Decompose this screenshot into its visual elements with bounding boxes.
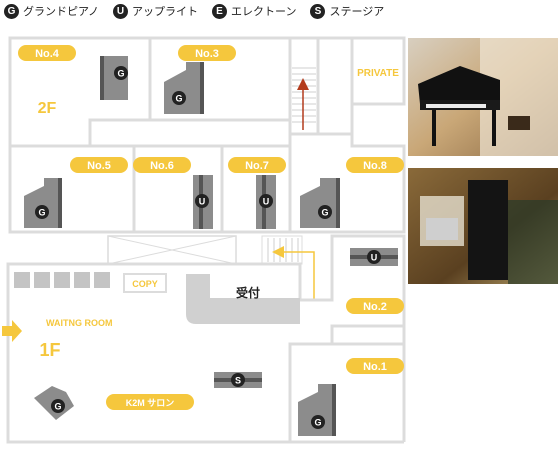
svg-text:G: G bbox=[38, 208, 45, 218]
floor-label-1f: 1F bbox=[39, 340, 60, 360]
svg-text:S: S bbox=[235, 376, 241, 386]
room-label-no4: No.4 bbox=[18, 45, 76, 61]
waiting-room-label: WAITNG ROOM bbox=[46, 318, 113, 328]
room-no7-text: No.7 bbox=[245, 160, 269, 172]
photo-grand-piano-room bbox=[408, 38, 558, 156]
room-no1-text: No.1 bbox=[363, 361, 387, 373]
legend-item-electone: E エレクトーン bbox=[212, 3, 296, 19]
grand-piano-no1: G bbox=[298, 384, 336, 436]
practice-room-row: No.5 No.6 No.7 No.8 G U bbox=[8, 132, 406, 234]
stagea-salon: S bbox=[214, 372, 262, 388]
stagea-icon: S bbox=[310, 3, 326, 19]
stair-up-arrow-1f bbox=[272, 246, 315, 300]
upright-piano-no2: U bbox=[350, 248, 398, 266]
room-private-label: PRIVATE bbox=[357, 68, 399, 79]
room-label-no6: No.6 bbox=[133, 157, 191, 173]
room-label-no5: No.5 bbox=[70, 157, 128, 173]
svg-text:G: G bbox=[117, 69, 124, 79]
svg-text:U: U bbox=[371, 253, 378, 263]
room-label-no3: No.3 bbox=[178, 45, 236, 61]
reception-label: 受付 bbox=[236, 285, 260, 300]
grand-piano-salon: G bbox=[34, 386, 74, 420]
svg-text:U: U bbox=[263, 197, 270, 207]
grand-piano-no4: G bbox=[100, 56, 128, 100]
legend-item-grand: G グランドピアノ bbox=[4, 3, 99, 19]
upright-piano-no7: U bbox=[256, 175, 276, 229]
first-floor: COPY 受付 WAITNG ROOM 1F G K2M サロン S bbox=[2, 234, 406, 444]
room-no4-text: No.4 bbox=[35, 48, 60, 60]
room-label-no1: No.1 bbox=[346, 358, 404, 374]
svg-text:G: G bbox=[54, 402, 61, 412]
copy-area: COPY bbox=[123, 273, 167, 293]
grand-piano-no5: G bbox=[24, 178, 62, 228]
upright-piano-icon: U bbox=[113, 3, 129, 19]
svg-text:G: G bbox=[314, 418, 321, 428]
room-label-no8: No.8 bbox=[346, 157, 404, 173]
grand-piano-no3: G bbox=[164, 62, 204, 114]
room-no5-text: No.5 bbox=[87, 160, 111, 172]
legend-item-upright: U アップライト bbox=[113, 3, 198, 19]
room-label-no2: No.2 bbox=[346, 298, 404, 314]
legend-label-upright: アップライト bbox=[132, 6, 199, 18]
reception-counter: 受付 bbox=[186, 274, 300, 324]
grand-piano-icon: G bbox=[4, 3, 19, 19]
legend: G グランドピアノ U アップライト E エレクトーン S ステージア bbox=[4, 2, 398, 20]
void-area bbox=[107, 235, 237, 265]
svg-text:G: G bbox=[321, 208, 328, 218]
salon-label: K2M サロン bbox=[106, 394, 194, 410]
upright-piano-no6: U bbox=[193, 175, 213, 229]
legend-label-electone: エレクトーン bbox=[231, 6, 297, 18]
svg-text:U: U bbox=[199, 197, 206, 207]
staircase-1f bbox=[261, 235, 303, 265]
copy-label: COPY bbox=[132, 279, 158, 289]
legend-label-stagea: ステージア bbox=[329, 6, 385, 18]
salon-label-text: K2M サロン bbox=[126, 398, 175, 408]
room-no2-text: No.2 bbox=[363, 301, 387, 313]
staircase-2f bbox=[292, 67, 316, 130]
photo-upright-piano-room bbox=[408, 168, 558, 284]
room-no6-text: No.6 bbox=[150, 160, 174, 172]
room-no8-text: No.8 bbox=[363, 160, 387, 172]
grand-piano-no8: G bbox=[300, 178, 340, 228]
svg-text:G: G bbox=[175, 94, 182, 104]
electone-icon: E bbox=[212, 3, 228, 19]
room-label-no7: No.7 bbox=[228, 157, 286, 173]
floor-label-2f: 2F bbox=[38, 100, 57, 117]
legend-label-grand: グランドピアノ bbox=[23, 6, 100, 18]
shelf-units bbox=[14, 272, 110, 288]
legend-item-stagea: S ステージア bbox=[310, 3, 384, 19]
room-no3-text: No.3 bbox=[195, 48, 219, 60]
second-floor: No.4 No.3 PRIVATE 2F G G bbox=[8, 36, 406, 148]
entrance-arrow-icon bbox=[2, 320, 22, 342]
